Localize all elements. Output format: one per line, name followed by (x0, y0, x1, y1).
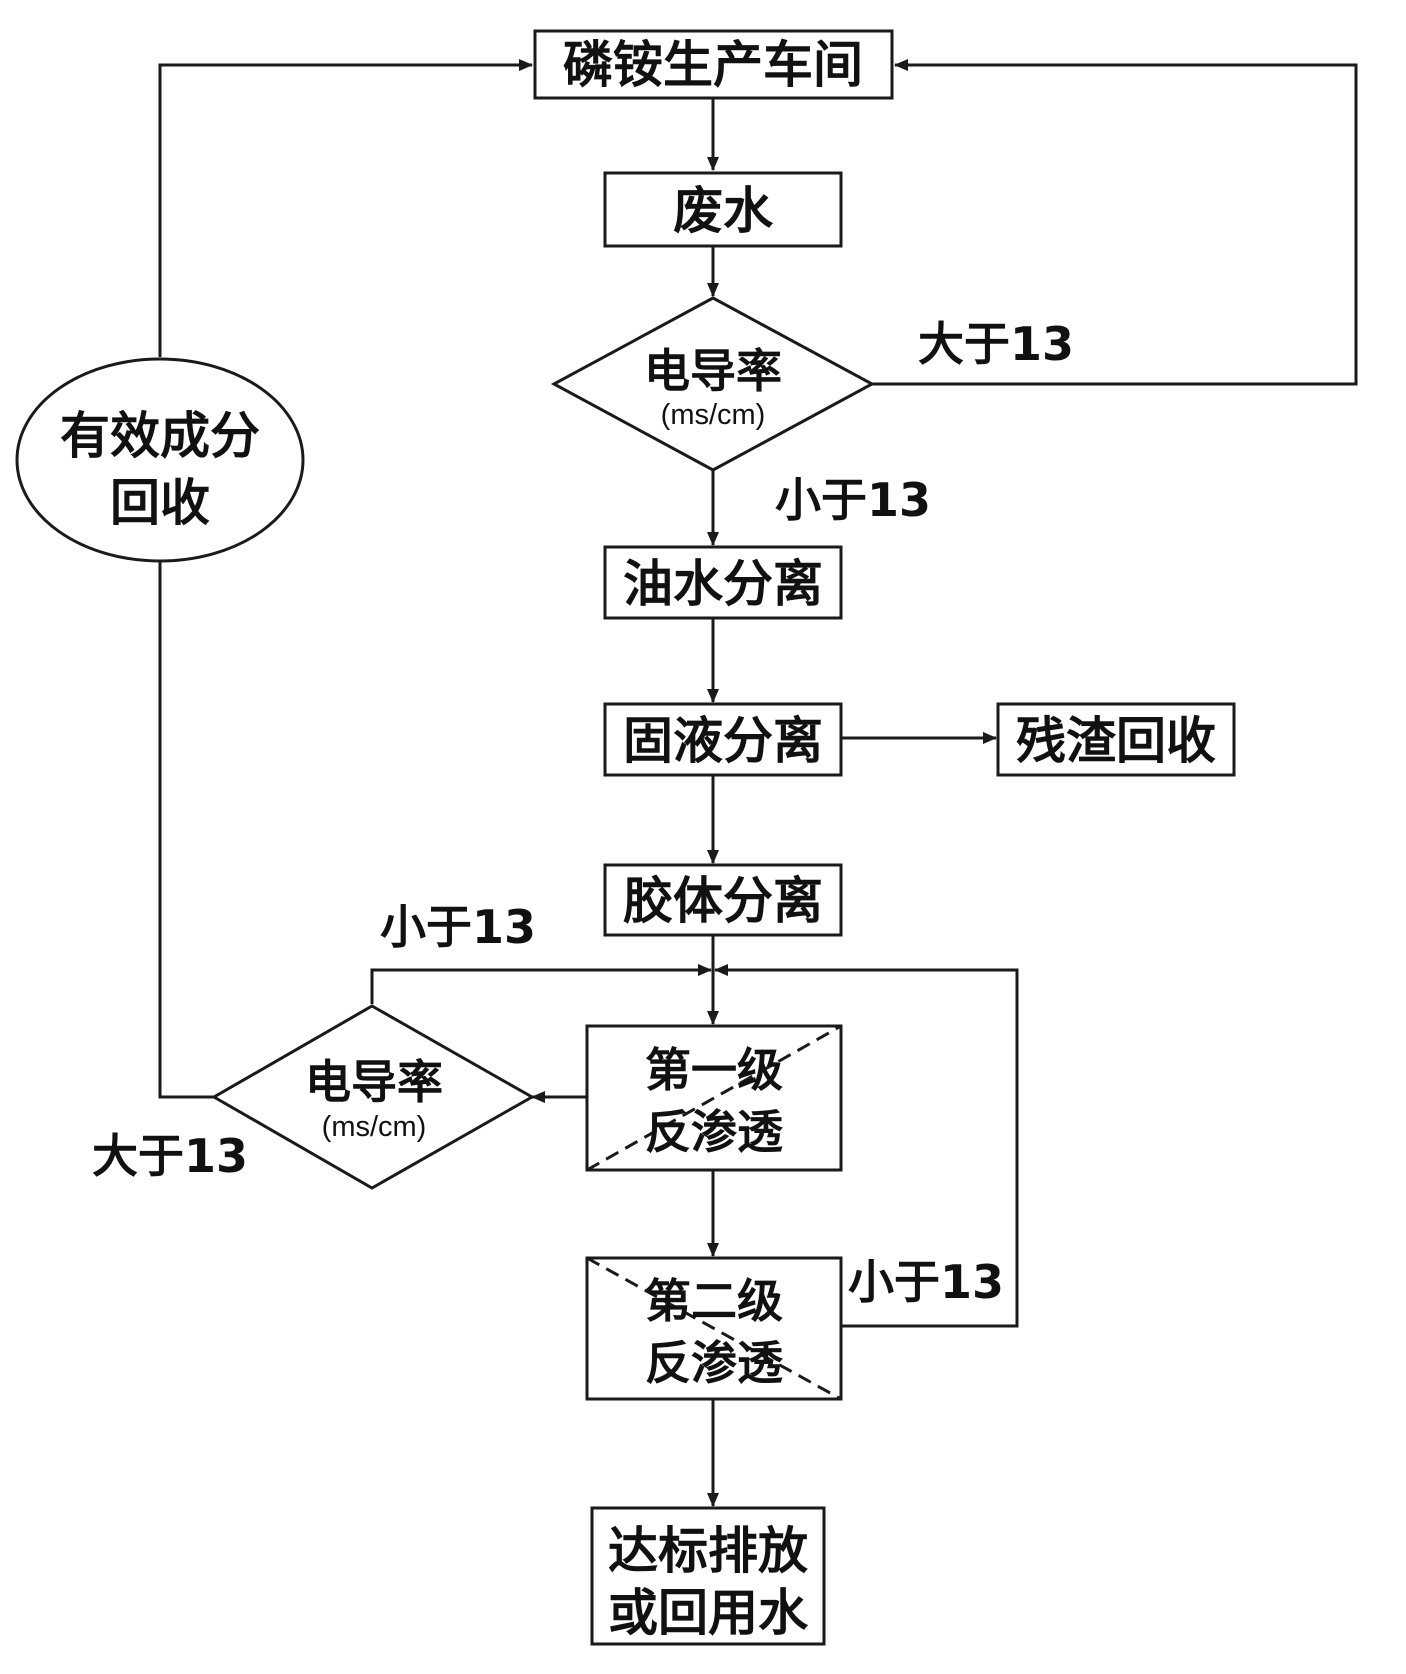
discharge-node: 达标排放 或回用水 (590, 1506, 826, 1646)
arrow-bottom-conductivity-less-return (370, 964, 712, 1004)
oil-water-node: 油水分离 (603, 545, 843, 620)
recovery-line1: 有效成分 (60, 407, 260, 465)
arrow-recovery-to-workshop (158, 59, 533, 357)
ro2-diagonal (586, 1256, 842, 1401)
solid-liquid-label: 固液分离 (623, 712, 823, 770)
ro1-line1: 第一级 (645, 1043, 783, 1097)
discharge-line1: 达标排放 (608, 1522, 808, 1580)
residue-node: 残渣回收 (996, 702, 1236, 777)
recovery-node: 有效成分 回收 (15, 357, 305, 563)
colloid-label: 胶体分离 (623, 872, 823, 930)
label-top-greater: 大于13 (918, 317, 1074, 371)
conductivity-decision-top: 电导率 (ms/cm) (550, 296, 876, 472)
arrow-ro2-less-return (714, 964, 1019, 1328)
solid-liquid-node: 固液分离 (603, 702, 843, 777)
label-top-less: 小于13 (775, 473, 931, 527)
colloid-node: 胶体分离 (603, 863, 843, 937)
conductivity-top-unit: (ms/cm) (661, 399, 766, 431)
wastewater-label: 废水 (673, 182, 774, 240)
edge-labels: 大于13 小于13 小于13 大于13 小于13 (92, 317, 1074, 1309)
wastewater-node: 废水 (603, 171, 843, 248)
label-ro2-less: 小于13 (848, 1255, 1004, 1309)
workshop-node: 磷铵生产车间 (533, 29, 894, 100)
ro2-line2: 反渗透 (645, 1336, 784, 1390)
ro1-node: 第一级 反渗透 (585, 1024, 843, 1172)
recovery-line2: 回收 (110, 474, 210, 532)
conductivity-bottom-title: 电导率 (305, 1055, 443, 1109)
workshop-label: 磷铵生产车间 (563, 36, 863, 94)
oil-water-label: 油水分离 (623, 555, 823, 613)
connectors (158, 59, 1358, 1507)
residue-label: 残渣回收 (1016, 712, 1216, 770)
label-bottom-greater: 大于13 (92, 1129, 248, 1183)
ro1-line2: 反渗透 (645, 1105, 784, 1159)
ro2-line1: 第二级 (645, 1274, 783, 1328)
arrow-conductivity-greater-to-workshop (872, 59, 1358, 386)
discharge-line2: 或回用水 (608, 1584, 809, 1642)
conductivity-bottom-unit: (ms/cm) (322, 1111, 427, 1143)
ro2-node: 第二级 反渗透 (585, 1256, 843, 1401)
label-bottom-less: 小于13 (380, 900, 536, 954)
conductivity-decision-bottom: 电导率 (ms/cm) (210, 1004, 536, 1190)
arrow-conductivity-greater-to-recovery (158, 560, 214, 1099)
ro1-diagonal (586, 1024, 842, 1172)
conductivity-top-title: 电导率 (644, 344, 782, 398)
